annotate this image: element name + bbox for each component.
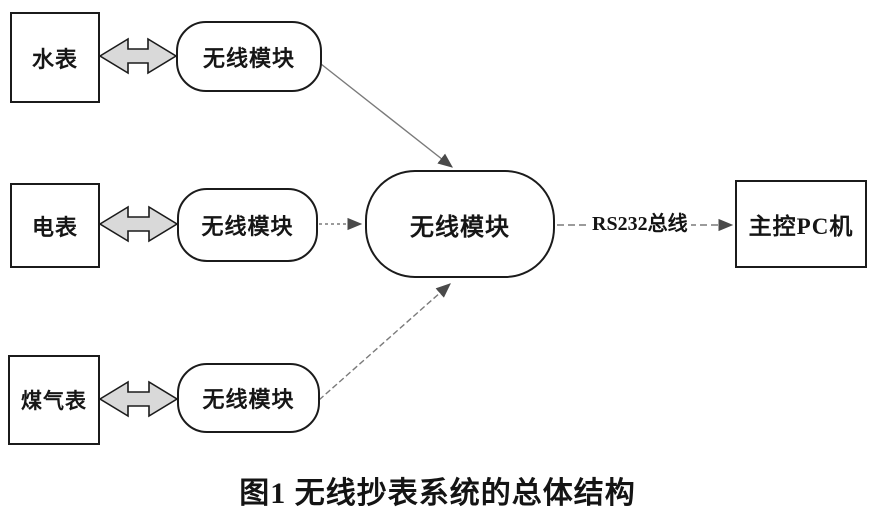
node-wireless-module-central: 无线模块: [365, 170, 555, 278]
figure-caption: 图1 无线抄表系统的总体结构: [239, 477, 636, 510]
node-host-pc-label: 主控PC机: [748, 214, 854, 239]
node-water-meter-label: 水表: [31, 46, 78, 72]
node-wireless-module-gas-label: 无线模块: [202, 387, 295, 412]
node-host-pc: 主控PC机: [735, 180, 867, 268]
bidirectional-arrow-water-icon: [98, 37, 178, 75]
node-wireless-module-gas: 无线模块: [177, 363, 320, 433]
bidirectional-arrow-electric-icon: [98, 205, 179, 243]
node-electric-meter: 电表: [10, 183, 100, 268]
node-wireless-module-electric-label: 无线模块: [201, 214, 294, 239]
node-electric-meter-label: 电表: [31, 214, 78, 240]
node-wireless-module-water: 无线模块: [176, 21, 322, 92]
node-water-meter: 水表: [10, 12, 100, 103]
node-wireless-module-central-label: 无线模块: [410, 214, 510, 241]
bidirectional-arrow-gas-icon: [98, 380, 179, 418]
node-wireless-module-water-label: 无线模块: [202, 45, 295, 71]
link-water-module-to-central: [320, 63, 453, 168]
node-gas-meter-label: 煤气表: [21, 389, 87, 413]
node-gas-meter: 煤气表: [8, 355, 100, 445]
node-wireless-module-electric: 无线模块: [177, 188, 318, 262]
rs232-bus-label: RS232总线: [589, 211, 691, 238]
link-gas-module-to-central: [318, 283, 451, 401]
